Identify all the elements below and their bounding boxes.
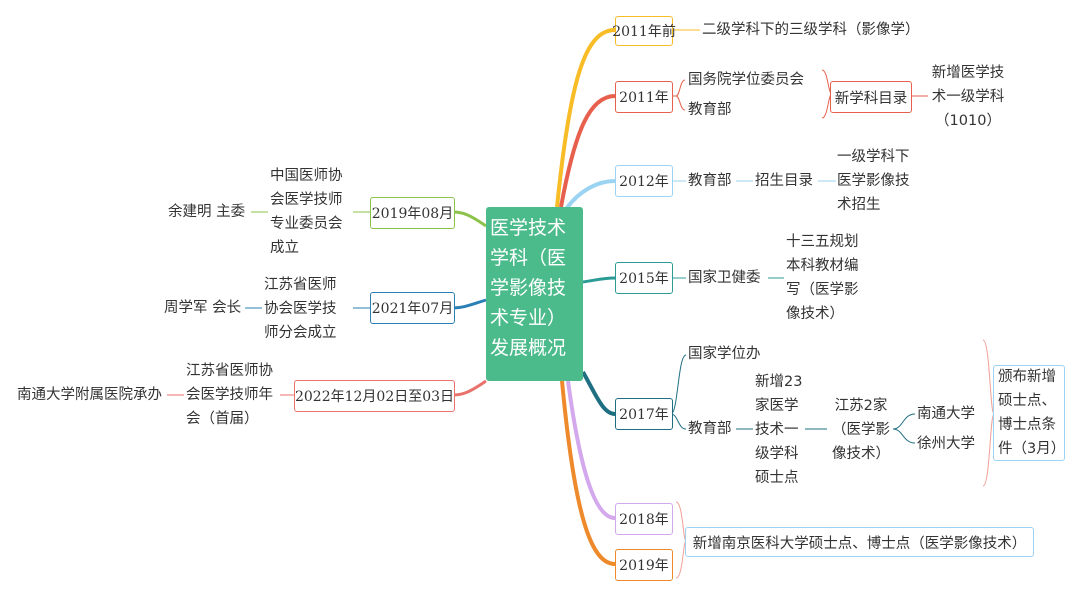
branch-2015	[582, 276, 616, 284]
branch-2019	[560, 380, 616, 566]
text-2011-before: 二级学科下的三级学科（影像学）	[702, 22, 920, 38]
result-textbook: 十三五规划本科教材编写（医学影像技术）	[786, 234, 859, 322]
date-2011[interactable]: 2011年	[615, 81, 673, 113]
event-cma-committee: 中国医师协会医学技师专业委员会成立	[270, 168, 343, 256]
date-2018[interactable]: 2018年	[615, 503, 673, 535]
date-2011-before[interactable]: 2011年前	[612, 16, 676, 46]
branch-2011-before	[555, 28, 616, 208]
date-2017[interactable]: 2017年	[615, 398, 673, 430]
host-nantong-hospital: 南通大学附属医院承办	[17, 387, 162, 403]
org-degree-office: 国家学位办	[688, 346, 761, 362]
org-moe-2011: 教育部	[688, 102, 732, 118]
person-yu-jianming: 余建明 主委	[168, 204, 246, 220]
central-topic[interactable]: 医学技术学科（医学影像技术专业）发展概况	[486, 207, 583, 381]
note-new-degree-conditions[interactable]: 颁布新增硕士点、博士点条件（3月）	[993, 365, 1065, 461]
org-state-council: 国务院学位委员会	[688, 72, 804, 88]
node-jiangsu-2: 江苏2家（医学影像技术）	[832, 398, 890, 462]
date-2021-07[interactable]: 2021年07月	[370, 292, 455, 324]
date-2022-12[interactable]: 2022年12月02日至03日	[294, 380, 455, 412]
text-nanjing-medical[interactable]: 新增南京医科大学硕士点、博士点（医学影像技术）	[685, 527, 1034, 557]
branch-2012	[564, 179, 616, 211]
org-moe-2017: 教育部	[688, 421, 732, 437]
node-enrollment-catalog: 招生目录	[755, 173, 813, 189]
event-annual-meeting: 江苏省医师协会医学技师年会（首届）	[186, 363, 273, 427]
person-zhou-xuejun: 周学军 会长	[164, 300, 242, 316]
result-new-first-level: 新增医学技术一级学科（1010）	[931, 65, 1005, 129]
branch-2011	[559, 94, 616, 208]
node-new-discipline-catalog[interactable]: 新学科目录	[830, 81, 912, 113]
branch-e2022	[452, 379, 487, 397]
node-23-masters: 新增23家医学技术一级学科硕士点	[755, 374, 803, 486]
result-enrollment: 一级学科下医学影像技术招生	[837, 149, 910, 213]
branch-e2019	[452, 210, 487, 228]
uni-xuzhou: 徐州大学	[917, 436, 975, 452]
date-2019[interactable]: 2019年	[615, 549, 673, 581]
uni-nantong: 南通大学	[917, 406, 975, 422]
date-2019-08[interactable]: 2019年08月	[370, 197, 455, 229]
branch-2018	[566, 380, 616, 520]
branch-2017	[581, 371, 616, 416]
branch-e2021	[452, 298, 487, 310]
org-nhc: 国家卫健委	[688, 270, 761, 286]
date-2012[interactable]: 2012年	[615, 165, 673, 197]
date-2015[interactable]: 2015年	[615, 262, 673, 294]
org-moe-2012: 教育部	[688, 173, 732, 189]
event-jiangsu-branch: 江苏省医师协会医学技师分会成立	[264, 277, 337, 341]
